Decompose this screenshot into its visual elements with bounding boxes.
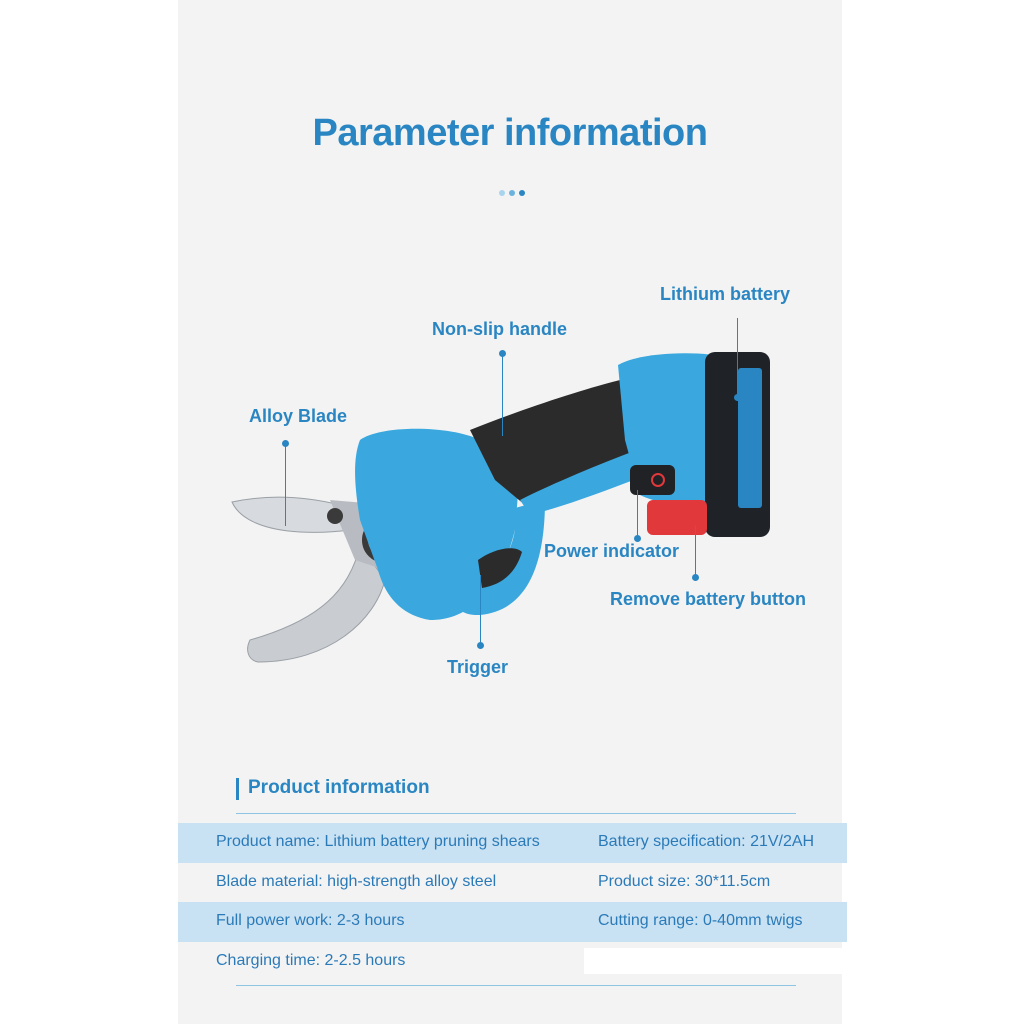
spec-left: Full power work: 2-3 hours <box>216 912 405 929</box>
pin-remove-battery-button <box>692 574 699 581</box>
upper-blade <box>231 496 351 533</box>
page-title: Parameter information <box>312 112 708 154</box>
dot-2 <box>509 190 515 196</box>
callout-remove-battery-button: Remove battery button <box>610 589 807 609</box>
callout-alloy-blade: Alloy Blade <box>249 406 348 426</box>
pin-trigger <box>477 642 484 649</box>
callout-lithium-battery: Lithium battery <box>660 284 791 304</box>
leader-trigger <box>480 575 481 645</box>
pin-lithium-battery <box>734 394 741 401</box>
dot-3 <box>519 190 525 196</box>
pin-power-indicator <box>634 535 641 542</box>
leader-lithium-battery <box>737 318 738 398</box>
table-row: Full power work: 2-3 hours Cutting range… <box>178 902 847 942</box>
leader-power-indicator <box>637 490 638 540</box>
dot-1 <box>499 190 505 196</box>
section-accent-bar <box>236 778 239 800</box>
leader-remove-battery-button <box>695 525 696 575</box>
title-dots <box>0 190 1024 196</box>
lower-blade <box>247 543 386 663</box>
blank-cell <box>584 948 842 974</box>
trigger <box>478 548 522 588</box>
section-divider-top <box>236 813 796 814</box>
spec-left: Product name: Lithium battery pruning sh… <box>216 833 540 850</box>
spec-right: Product size: 30*11.5cm <box>598 873 771 890</box>
section-title: Product information <box>248 777 430 798</box>
section-divider-bottom <box>236 985 796 986</box>
table-row: Charging time: 2-2.5 hours <box>178 942 847 982</box>
table-row: Blade material: high-strength alloy stee… <box>178 863 847 903</box>
leader-alloy-blade <box>285 446 286 526</box>
pin-alloy-blade <box>282 440 289 447</box>
spec-left: Blade material: high-strength alloy stee… <box>216 873 497 890</box>
leader-non-slip-handle <box>502 356 503 436</box>
trigger-guard <box>455 500 545 616</box>
callout-trigger: Trigger <box>447 657 509 677</box>
callout-non-slip-handle: Non-slip handle <box>432 319 567 339</box>
callout-power-indicator: Power indicator <box>544 541 680 561</box>
spec-right: Cutting range: 0-40mm twigs <box>598 912 803 929</box>
tool-head <box>355 428 520 620</box>
pin-non-slip-handle <box>499 350 506 357</box>
table-row: Product name: Lithium battery pruning sh… <box>178 823 847 863</box>
spec-left: Charging time: 2-2.5 hours <box>216 952 406 969</box>
handle-grip <box>470 380 660 505</box>
spec-right: Battery specification: 21V/2AH <box>598 833 815 850</box>
